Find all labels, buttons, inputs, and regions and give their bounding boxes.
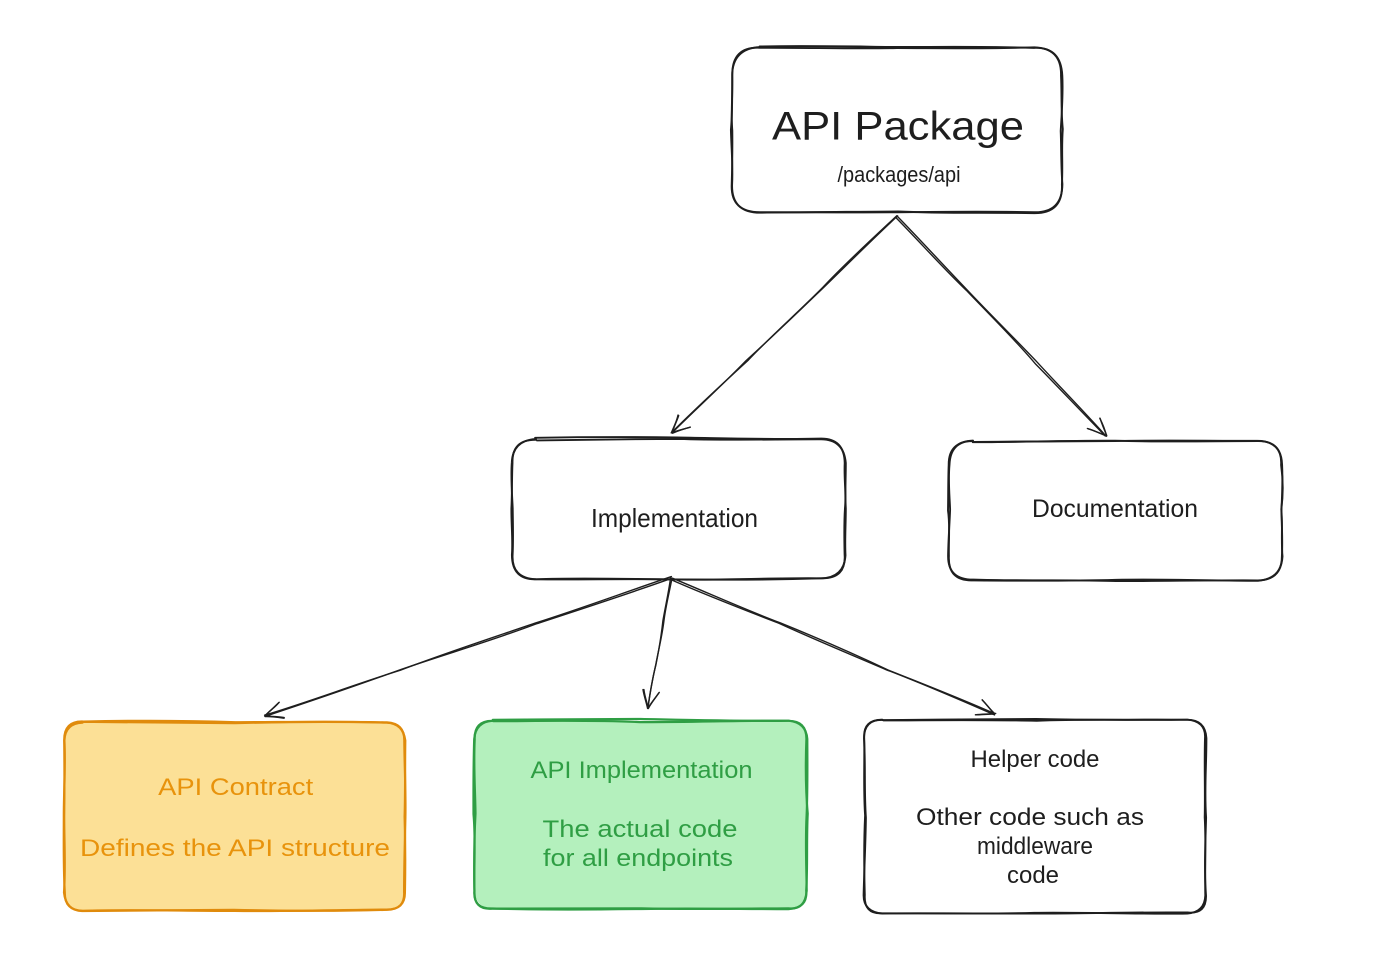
svg-text:Helper code: Helper code (971, 746, 1100, 773)
svg-text:/packages/api: /packages/api (838, 162, 961, 187)
svg-text:API Package: API Package (772, 105, 1024, 149)
svg-text:Other code such as: Other code such as (916, 804, 1144, 831)
svg-text:API Implementation: API Implementation (531, 757, 753, 784)
svg-text:Implementation: Implementation (591, 503, 758, 533)
svg-text:Defines the API structure: Defines the API structure (80, 835, 390, 862)
svg-text:API Contract: API Contract (158, 774, 313, 801)
svg-text:middleware: middleware (977, 833, 1093, 860)
svg-text:Documentation: Documentation (1032, 495, 1198, 523)
svg-text:code: code (1007, 862, 1059, 889)
svg-text:for all endpoints: for all endpoints (543, 845, 733, 872)
svg-text:The actual code: The actual code (543, 816, 738, 843)
